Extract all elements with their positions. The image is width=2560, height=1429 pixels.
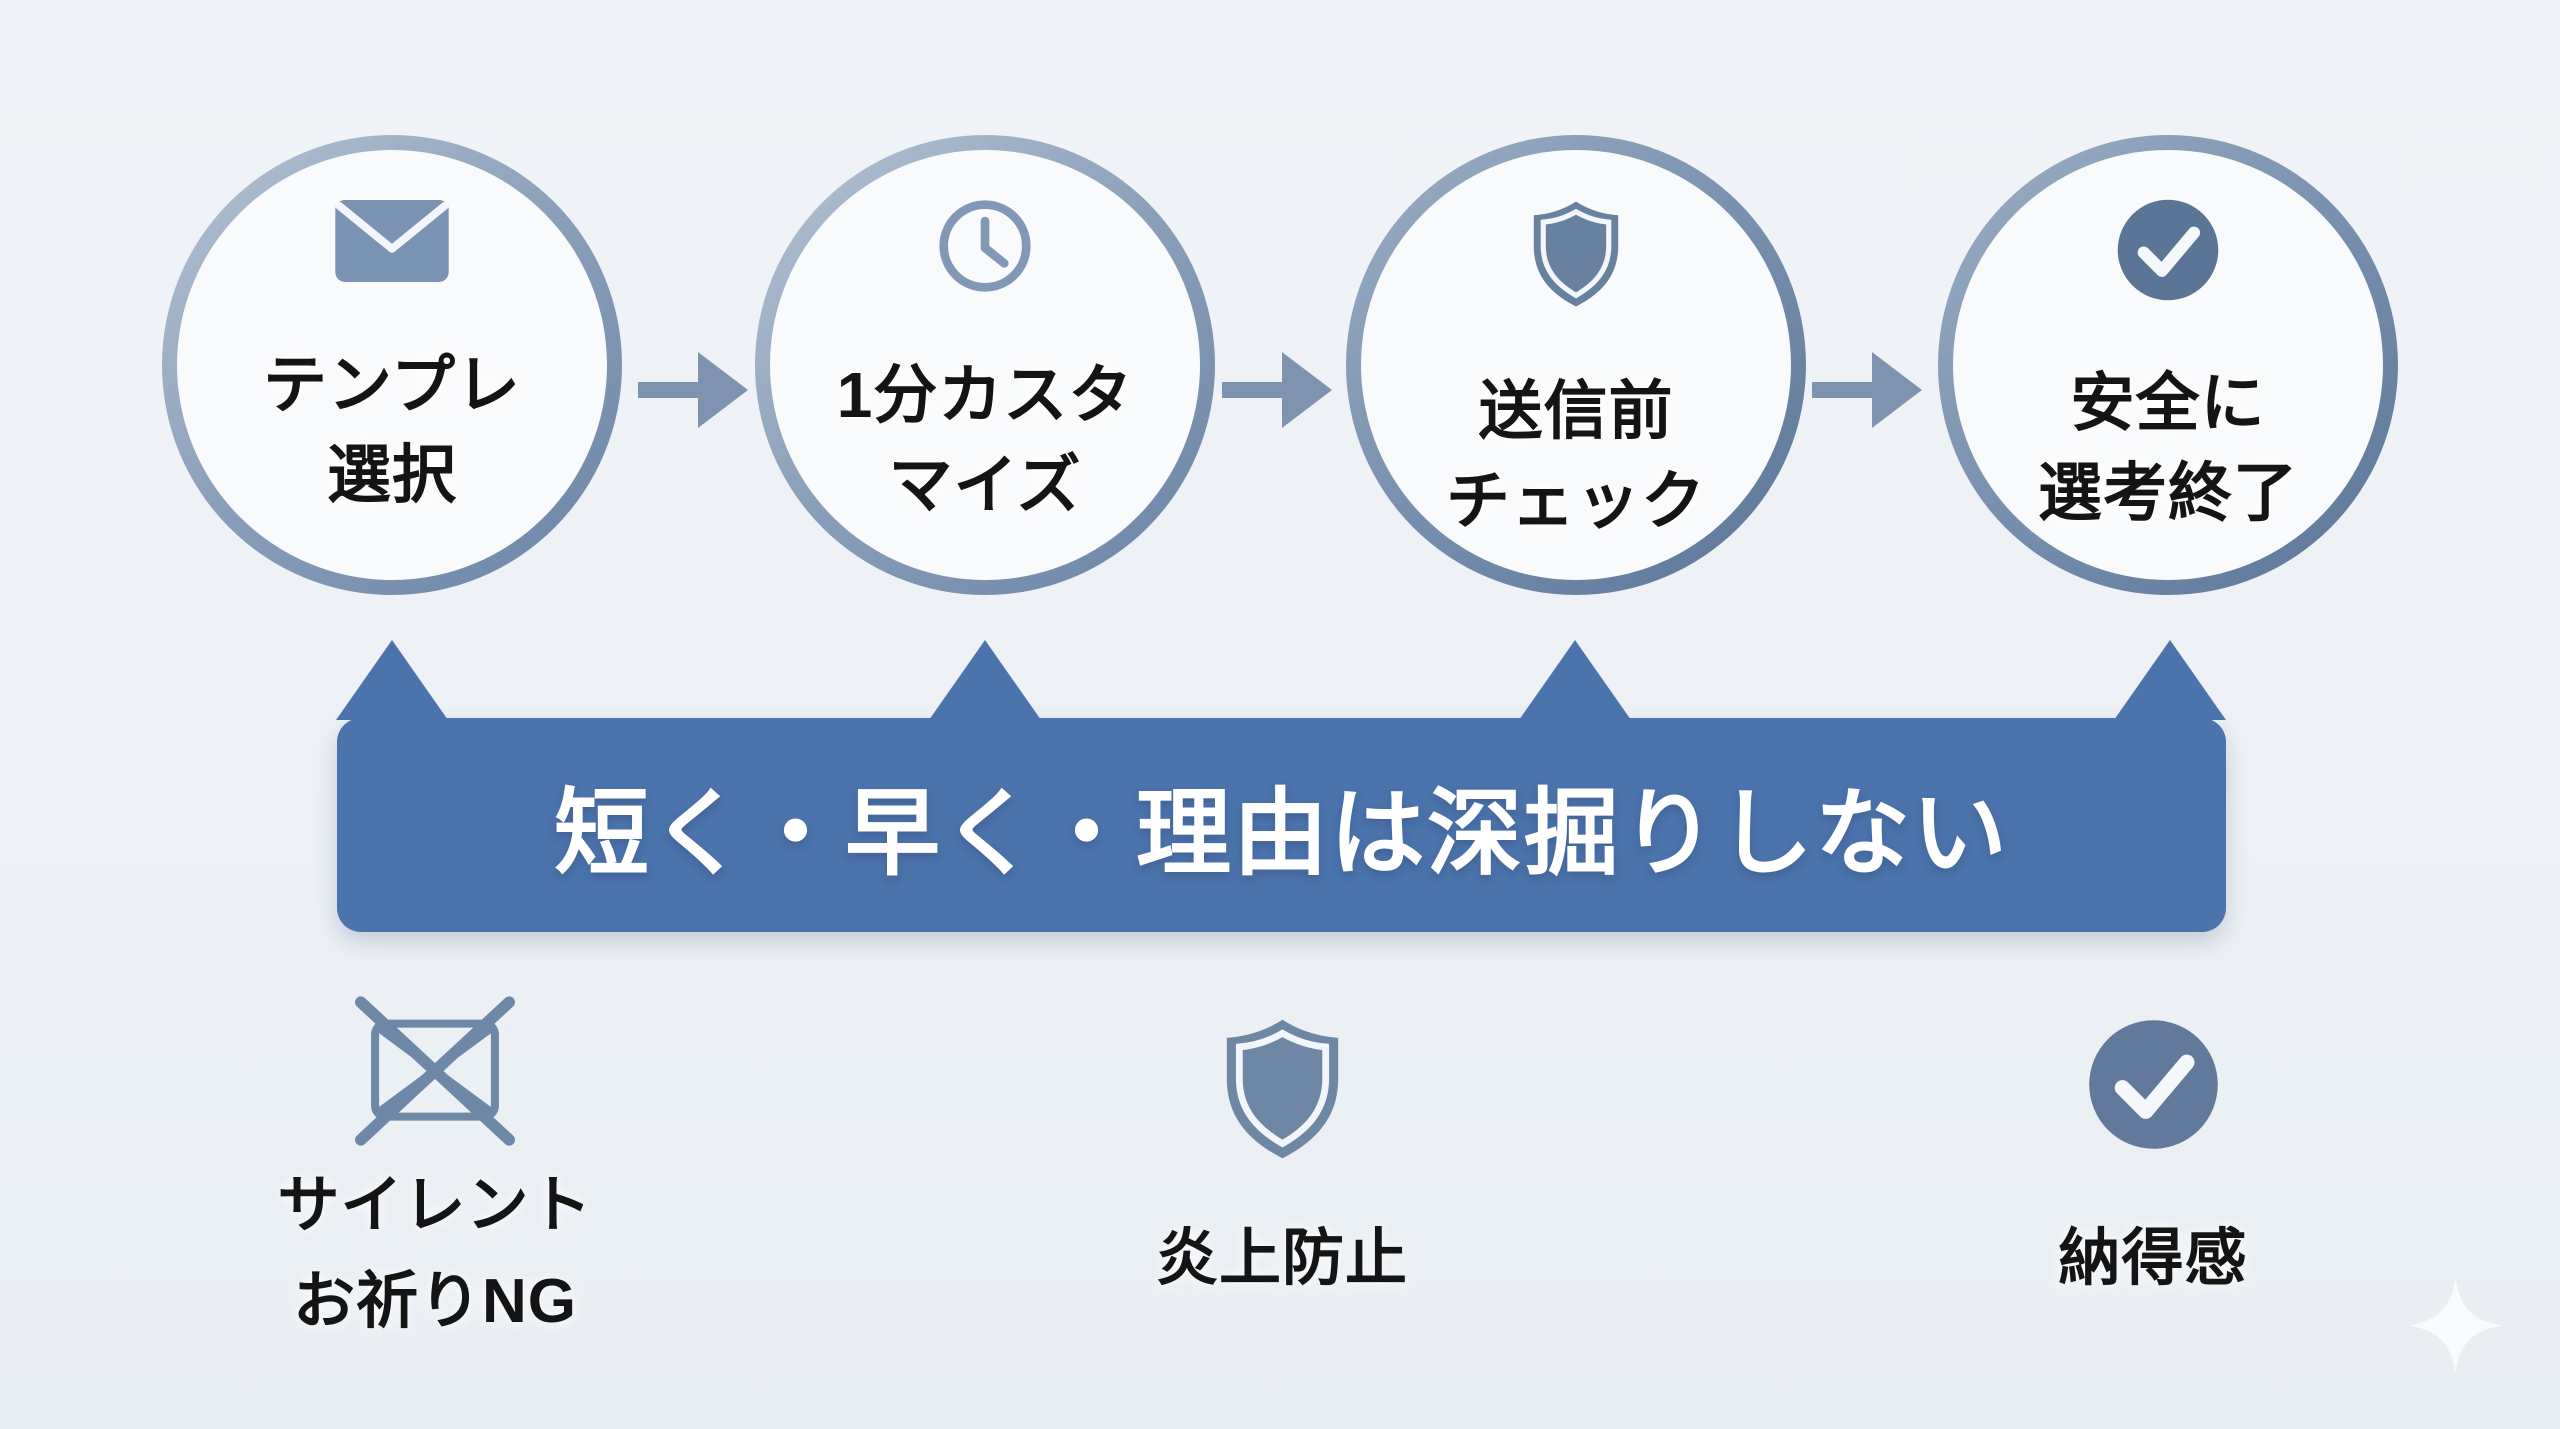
- arrow-head: [698, 352, 748, 428]
- footnote-label: 納得感: [1893, 1211, 2413, 1307]
- arrow-right-icon: [1222, 352, 1332, 428]
- shield-icon: [1226, 1019, 1338, 1159]
- crossed-envelope-icon: [354, 996, 516, 1146]
- step-label-line2: 選考終了: [2038, 457, 2298, 529]
- arrow-bar: [1812, 382, 1874, 398]
- step-label-line1: 送信前: [1478, 375, 1674, 447]
- check-icon: [2088, 1020, 2218, 1149]
- step-circle-presend-check: 送信前 チェック: [1346, 135, 1806, 595]
- step-label: 1分カスタ マイズ: [837, 350, 1134, 530]
- step-circle-inner: 送信前 チェック: [1361, 150, 1791, 580]
- step-label-line2: 選択: [327, 439, 457, 511]
- envelope-icon: [335, 199, 449, 283]
- banner-spike-icon: [929, 640, 1041, 720]
- footnote-label-line1: 納得感: [2058, 1224, 2248, 1293]
- arrow-right-icon: [638, 352, 748, 428]
- footnote-satisfaction: 納得感: [1893, 1018, 2413, 1307]
- step-circle-inner: 1分カスタ マイズ: [770, 150, 1200, 580]
- banner-spike-icon: [1519, 640, 1631, 720]
- sparkle-icon: [2408, 1278, 2503, 1373]
- banner-spike-icon: [336, 640, 448, 720]
- arrow-head: [1282, 352, 1332, 428]
- step-label: 安全に 選考終了: [2038, 358, 2298, 538]
- arrow-head: [1872, 352, 1922, 428]
- step-label: テンプレ 選択: [263, 340, 521, 520]
- footnote-no-silent-rejection: サイレント お祈りNG: [175, 995, 695, 1350]
- step-circle-safe-finish: 安全に 選考終了: [1938, 135, 2398, 595]
- step-label-line1: 安全に: [2070, 367, 2266, 439]
- arrow-right-icon: [1812, 352, 1922, 428]
- footnote-label: 炎上防止: [1022, 1211, 1542, 1307]
- banner-spike-icon: [2114, 640, 2226, 720]
- step-label-line2: チェック: [1446, 465, 1706, 537]
- step-label-line1: 1分カスタ: [836, 359, 1134, 431]
- step-label-line1: テンプレ: [262, 349, 522, 421]
- footnote-flame-prevention: 炎上防止: [1022, 1015, 1542, 1307]
- step-circle-inner: 安全に 選考終了: [1953, 150, 2383, 580]
- clock-icon: [939, 200, 1031, 292]
- step-circle-customize: 1分カスタ マイズ: [755, 135, 1215, 595]
- shield-icon: [1533, 201, 1619, 307]
- footnote-label-line1: 炎上防止: [1155, 1224, 1408, 1293]
- step-label: 送信前 チェック: [1446, 366, 1706, 546]
- arrow-bar: [638, 382, 700, 398]
- step-label-line2: マイズ: [888, 449, 1082, 521]
- footnote-label-line1: サイレント: [277, 1171, 593, 1240]
- step-circle-template-select: テンプレ 選択: [162, 135, 622, 595]
- check-icon: [2117, 199, 2219, 301]
- key-message-banner: 短く・早く・理由は深掘りしない: [336, 640, 2226, 932]
- footnote-label: サイレント お祈りNG: [175, 1158, 695, 1350]
- banner-text: 短く・早く・理由は深掘りしない: [553, 780, 2009, 887]
- arrow-bar: [1222, 382, 1284, 398]
- footnote-label-line2: お祈りNG: [292, 1267, 577, 1336]
- step-circle-inner: テンプレ 選択: [177, 150, 607, 580]
